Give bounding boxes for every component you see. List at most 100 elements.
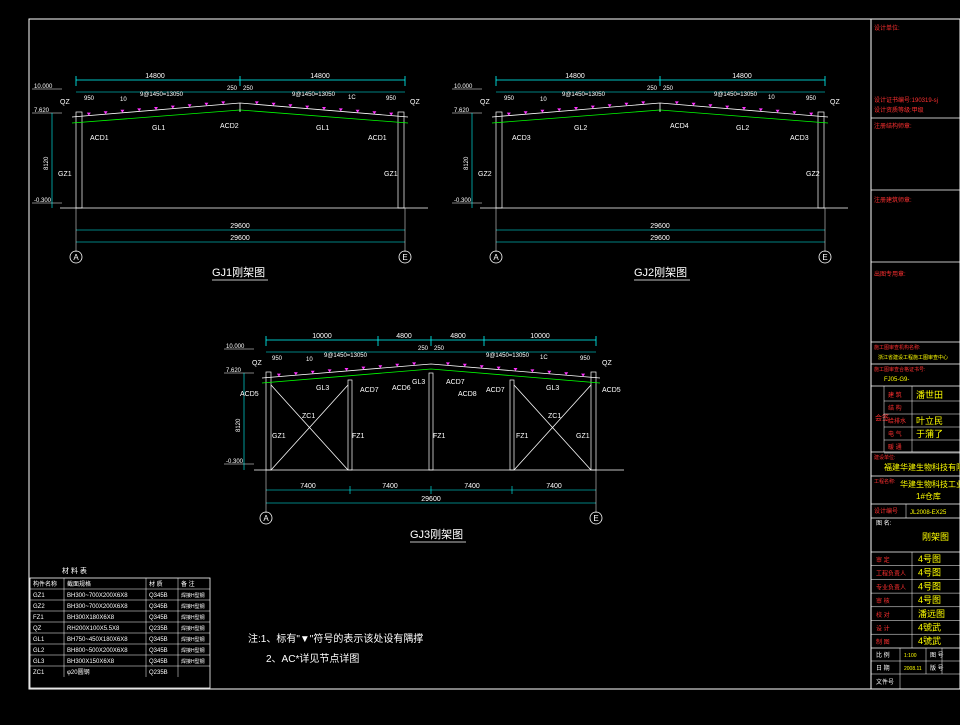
tb-drawing-no-label: 设计编号	[874, 507, 898, 515]
material-cell: Q345B	[149, 604, 168, 610]
material-cell: Q235B	[149, 670, 168, 676]
tb-scale-label: 比 例	[876, 651, 890, 659]
drawing-border	[28, 18, 960, 690]
brace-mark	[361, 366, 366, 370]
tb-staff-name: 4號武	[918, 635, 941, 646]
gj3-col-r: GZ1	[576, 433, 590, 440]
tb-sheet-label: 图 名:	[876, 519, 892, 527]
gj2-axis-r: E	[822, 253, 827, 262]
brace-mark	[322, 107, 326, 110]
gj3-elev-eave: 7.620	[226, 368, 242, 374]
gj2-dim-right: 14800	[732, 73, 752, 80]
tb-stamp1: 注册结构师章:	[874, 122, 912, 130]
gj2-eave-r: 950	[806, 96, 817, 102]
gj3-axis-l: A	[263, 514, 269, 523]
material-cell: φ20圆钢	[67, 668, 90, 676]
material-cell: GZ1	[33, 593, 45, 599]
tb-sign-role: 建 筑	[888, 391, 902, 399]
brace-mark	[445, 362, 450, 366]
frame-gj1-elevation: 14800 14800 250 250 950 950 9@1450=13050…	[32, 73, 428, 281]
gj2-beam-r: GL2	[736, 125, 749, 132]
tb-project-label: 工程名称:	[874, 478, 895, 485]
gj2-height: 8120	[464, 156, 470, 170]
brace-mark	[412, 362, 417, 366]
gj2-col-l: GZ2	[478, 171, 492, 178]
gj3-eave-l: 950	[272, 356, 283, 362]
material-cell: Q345B	[149, 659, 168, 665]
material-cell: 焊接H型钢	[181, 603, 205, 610]
brace-mark	[187, 104, 192, 108]
tb-sign-role: 结 构	[888, 404, 902, 412]
tb-cert-line2: 设计资质等级:甲级	[874, 106, 924, 114]
note-line-1: 注:1、标有"▼"符号的表示该处设有隅撑	[248, 632, 423, 645]
brace-mark	[674, 101, 679, 105]
gj3-mid-col-0: FZ1	[352, 433, 365, 440]
material-cell: 焊接H型钢	[181, 636, 205, 643]
gj1-height: 8120	[44, 156, 50, 170]
gj3-eave-r: 950	[580, 356, 591, 362]
tb-sheet-name: 刚架图	[922, 532, 949, 542]
gj2-qz-l: QZ	[480, 99, 490, 106]
gj1-axis-r: E	[402, 253, 407, 262]
brace-mark	[276, 373, 281, 377]
gj1-slope-r: 1C	[348, 95, 356, 101]
brace-mark	[378, 365, 383, 369]
tb-sign-section: 会签	[875, 413, 889, 422]
gj1-eave-l: 950	[84, 96, 95, 102]
brace-mark	[564, 372, 569, 376]
material-cell: BH300~700X200X6X8	[67, 604, 128, 610]
brace-mark	[809, 112, 814, 116]
tb-sign-name: 于蒲了	[916, 428, 943, 439]
gj1-qz-l: QZ	[60, 99, 70, 106]
material-cell: QZ	[33, 626, 42, 632]
brace-mark	[607, 104, 612, 108]
gj1-dim-right: 14800	[310, 73, 330, 80]
material-cell: 焊接H型钢	[181, 592, 205, 599]
brace-mark	[513, 368, 518, 371]
brace-mark	[581, 373, 586, 377]
material-cell: GL2	[33, 648, 45, 654]
brace-mark	[758, 108, 763, 112]
gj3-dim-ridge-r: 250	[434, 346, 445, 352]
tb-sign-role: 暖 通	[888, 443, 902, 451]
tb-staff-name: 4號武	[918, 622, 941, 633]
gj3-axis-r: E	[593, 514, 598, 523]
brace-mark	[395, 363, 400, 367]
tb-client-label: 建设单位:	[874, 454, 895, 461]
gj2-elev-base: -0.300	[454, 198, 472, 204]
gj3-dim-ridge-l: 250	[418, 346, 429, 352]
material-cell: BH750~450X180X6X8	[67, 637, 128, 643]
gj1-title: GJ1刚架图	[212, 266, 265, 279]
gj3-node-4: ACD8	[458, 391, 477, 398]
tb-staff-name: 4号图	[918, 554, 941, 564]
gj3-bottom-dim-2: 7400	[464, 483, 480, 490]
brace-mark	[204, 102, 209, 106]
material-cell: GL3	[33, 659, 45, 665]
brace-mark	[574, 107, 578, 110]
note-line-2: 2、AC*详见节点详图	[266, 652, 359, 665]
brace-mark	[86, 112, 91, 116]
brace-mark	[557, 108, 562, 112]
brace-mark	[496, 366, 501, 370]
brace-mark	[120, 109, 125, 113]
tb-staff-name: 4号图	[918, 568, 941, 578]
gj3-node-6: ACD5	[602, 387, 621, 394]
gj2-elev-top: 10.000	[454, 84, 473, 90]
material-cell: BH300X150X6X8	[67, 659, 115, 665]
gj3-elev-base: -0.300	[226, 459, 244, 465]
brace-mark	[547, 370, 552, 374]
tb-date-value: 2008.11	[904, 666, 922, 672]
gj3-slope-l: 10	[306, 357, 313, 363]
material-cell: BH300X180X6X8	[67, 615, 115, 621]
tb-drawing-no-value: JL2008-EX25	[910, 510, 947, 516]
material-cell: BH300~700X200X6X8	[67, 593, 128, 599]
gj2-dim-ridge-l: 250	[647, 86, 658, 92]
material-header-1: 截面规格	[67, 580, 91, 588]
tb-staff-role: 工程负责人	[876, 570, 906, 578]
brace-mark	[624, 102, 629, 106]
brace-mark	[641, 101, 646, 105]
tb-file-label: 文件号	[876, 678, 894, 686]
tb-sign-role: 电 气	[888, 430, 902, 438]
